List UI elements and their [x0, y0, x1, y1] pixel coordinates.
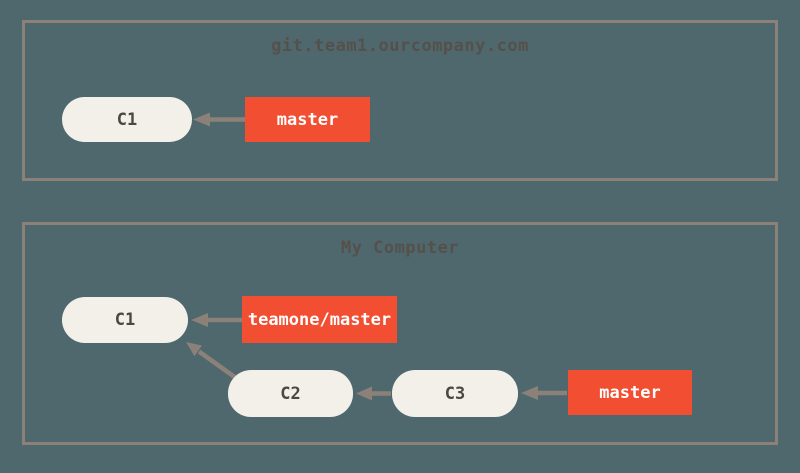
my-computer-box: My Computer: [22, 222, 778, 445]
server-commit-c1: C1: [62, 97, 192, 142]
local-branch-master: master: [568, 370, 692, 415]
server-box-title: git.team1.ourcompany.com: [271, 36, 529, 56]
local-branch-teamone-master: teamone/master: [242, 296, 397, 343]
local-commit-c3: C3: [392, 370, 518, 417]
local-commit-c2: C2: [228, 370, 353, 417]
local-commit-c1: C1: [62, 297, 188, 343]
server-branch-master: master: [245, 97, 370, 142]
server-box: git.team1.ourcompany.com: [22, 20, 778, 181]
my-computer-box-title: My Computer: [340, 238, 460, 258]
